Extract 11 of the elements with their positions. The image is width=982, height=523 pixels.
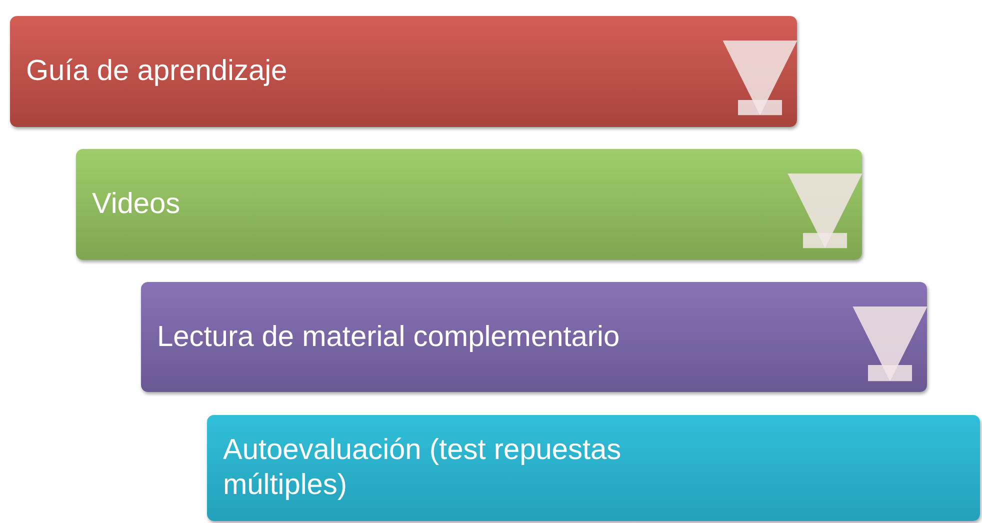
down-arrow (788, 173, 862, 248)
step-label: Videos (92, 187, 180, 222)
step-label: Guía de aprendizaje (26, 54, 288, 89)
process-box (207, 415, 980, 521)
down-arrow (852, 306, 928, 382)
process-box (76, 149, 862, 260)
process-box (141, 282, 927, 392)
process-box (10, 16, 797, 127)
step-label: Lectura de material complementario (157, 320, 620, 354)
down-arrow (722, 40, 798, 116)
step-label: Autoevaluación (test repuestas múltiples) (223, 433, 622, 503)
